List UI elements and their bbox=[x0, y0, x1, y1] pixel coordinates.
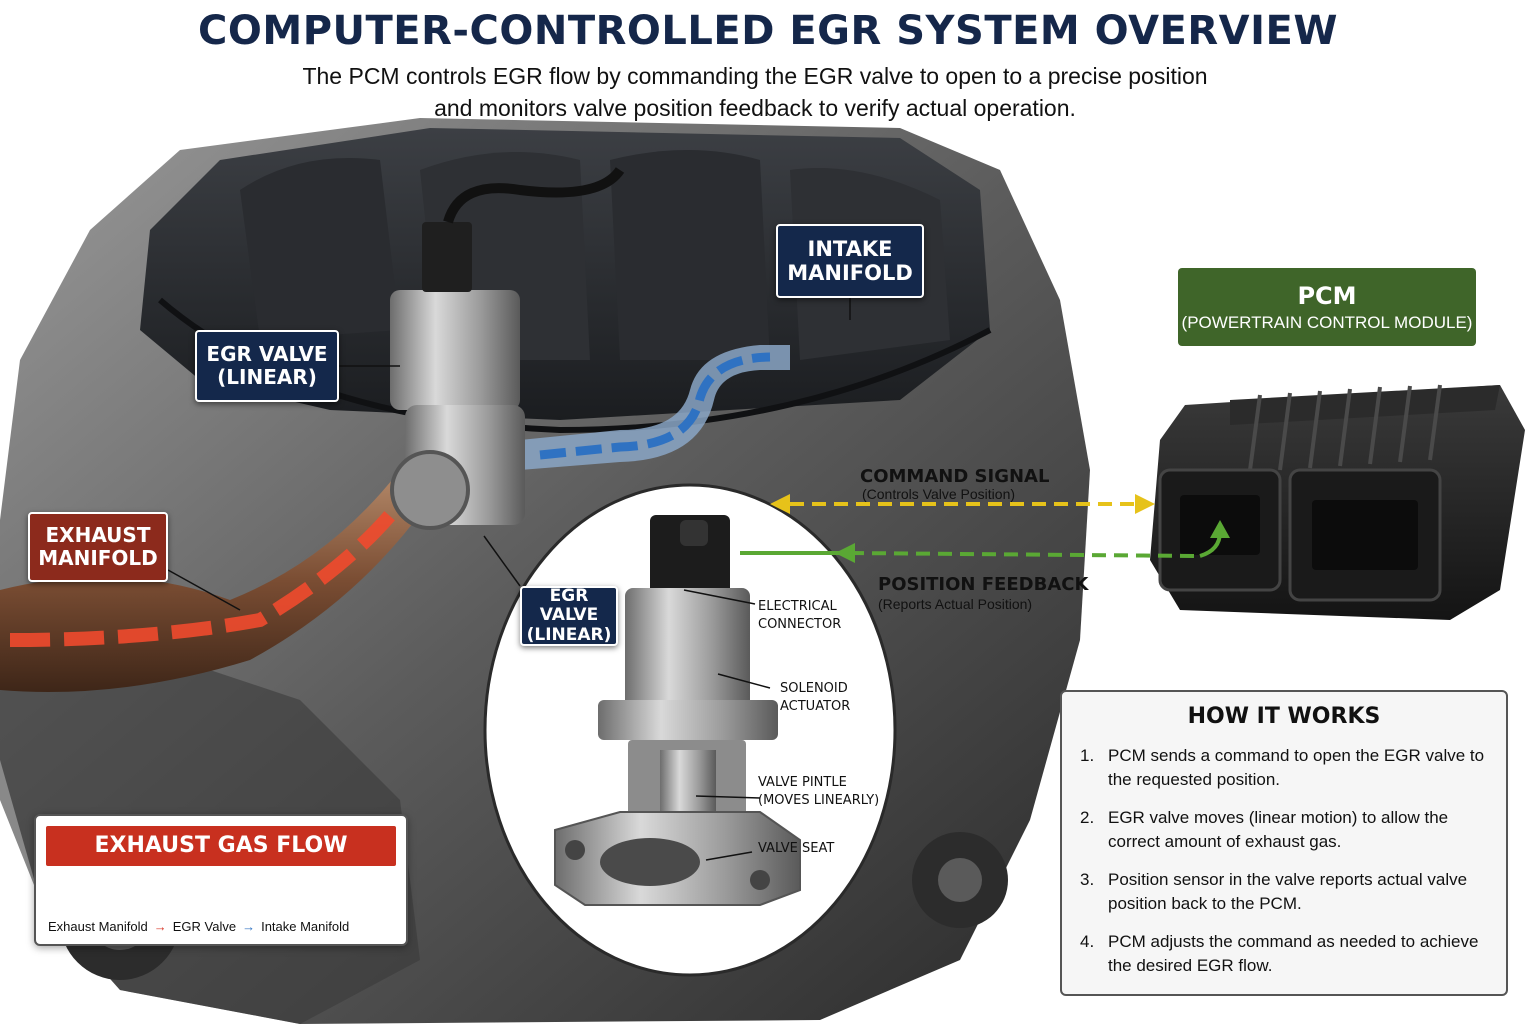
electrical-connector-label: ELECTRICAL CONNECTOR bbox=[758, 599, 842, 633]
how-it-works-steps: 1. PCM sends a command to open the EGR v… bbox=[1080, 744, 1500, 992]
position-feedback-subtitle: (Reports Actual Position) bbox=[878, 596, 1033, 612]
position-feedback-arrow bbox=[740, 520, 1230, 563]
intake-manifold-label: INTAKE MANIFOLD bbox=[776, 224, 924, 298]
flow-sequence: Exhaust Manifold → EGR Valve → Intake Ma… bbox=[48, 919, 349, 934]
pcm-subtitle: (POWERTRAIN CONTROL MODULE) bbox=[1181, 312, 1473, 332]
egr-valve-label: EGR VALVE (LINEAR) bbox=[195, 330, 339, 402]
flow-arrow-blue-icon: → bbox=[242, 919, 256, 934]
list-item: 1. PCM sends a command to open the EGR v… bbox=[1080, 746, 1485, 789]
subtitle-line-2: and monitors valve position feedback to … bbox=[434, 95, 1076, 121]
page-title: COMPUTER-CONTROLLED EGR SYSTEM OVERVIEW bbox=[198, 8, 1338, 54]
valve-pintle-label: VALVE PINTLE (MOVES LINEARLY) bbox=[758, 775, 880, 809]
leader-lines bbox=[167, 298, 851, 861]
valve-seat-label: VALVE SEAT bbox=[758, 841, 835, 856]
pcm-module bbox=[1150, 384, 1525, 620]
flow-step-egr: EGR Valve bbox=[172, 919, 237, 934]
page-subtitle: The PCM controls EGR flow by commanding … bbox=[240, 60, 1270, 124]
list-item: 3. Position sensor in the valve reports … bbox=[1080, 870, 1468, 913]
egr-valve-on-engine bbox=[390, 166, 625, 530]
flow-step-exhaust: Exhaust Manifold bbox=[48, 919, 148, 934]
list-item: 2. EGR valve moves (linear motion) to al… bbox=[1080, 808, 1449, 851]
exhaust-gas-flow-legend: EXHAUST GAS FLOW Exhaust Manifold → EGR … bbox=[34, 814, 408, 946]
exhaust-pipe bbox=[0, 470, 430, 692]
egr-valve-inset bbox=[483, 483, 897, 977]
flow-arrow-red-icon: → bbox=[153, 919, 167, 934]
pcm-title: PCM bbox=[1297, 281, 1357, 310]
flow-legend-title: EXHAUST GAS FLOW bbox=[46, 826, 396, 866]
how-it-works-title: HOW IT WORKS bbox=[1187, 704, 1381, 729]
exhaust-manifold-label: EXHAUST MANIFOLD bbox=[28, 512, 168, 582]
pcm-label: PCM (POWERTRAIN CONTROL MODULE) bbox=[1178, 268, 1476, 346]
how-it-works-panel: HOW IT WORKS 1. PCM sends a command to o… bbox=[1060, 690, 1508, 996]
intake-flow-tube bbox=[520, 345, 790, 470]
list-item: 4. PCM adjusts the command as needed to … bbox=[1080, 932, 1479, 975]
position-feedback-title: POSITION FEEDBACK bbox=[878, 574, 1089, 595]
command-signal-title: COMMAND SIGNAL bbox=[860, 466, 1050, 487]
egr-valve-inset-label: EGR VALVE (LINEAR) bbox=[520, 586, 618, 646]
subtitle-line-1: The PCM controls EGR flow by commanding … bbox=[302, 63, 1208, 89]
command-signal-arrow bbox=[770, 494, 1155, 514]
command-signal-subtitle: (Controls Valve Position) bbox=[862, 486, 1016, 502]
flow-step-intake: Intake Manifold bbox=[261, 919, 350, 934]
solenoid-actuator-label: SOLENOID ACTUATOR bbox=[780, 681, 851, 715]
